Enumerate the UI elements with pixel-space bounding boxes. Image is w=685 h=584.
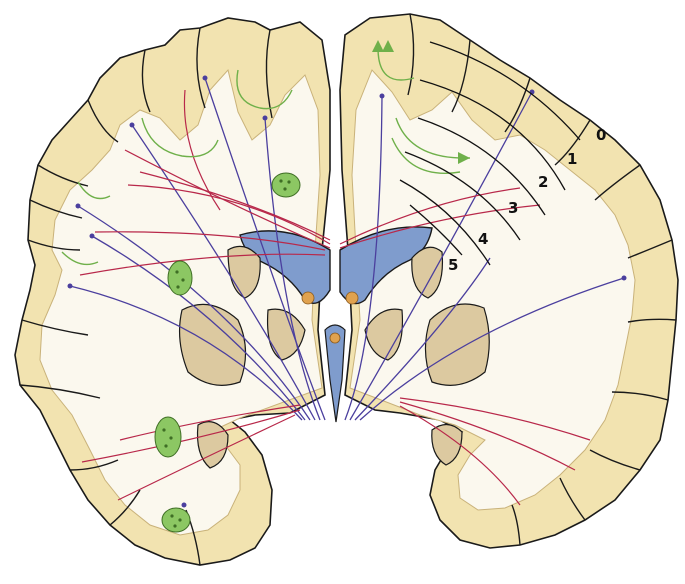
zone-label-3: 3 [508,199,518,217]
right-thalamus [364,308,404,361]
fiber-bundle-cross-sections [154,172,301,533]
bundle-inferior [161,507,191,533]
right-amygdala [431,423,463,466]
zone-label-0: 0 [596,126,606,144]
lateral-ventricles [239,226,433,423]
projection-fibers [69,77,625,421]
u-fibers [61,47,471,266]
left-white-matter [39,68,323,536]
u-fiber-arrows [372,40,470,164]
right-caudate [411,246,444,299]
zone-label-4: 4 [478,230,488,248]
zone-label-1: 1 [567,150,577,168]
right-lateral-ventricle [339,226,433,305]
zone-label-5: 5 [448,256,458,274]
left-thalamus [266,308,306,361]
projection-fiber-endpoints [67,75,627,508]
deep-gray-nuclei [178,245,490,469]
left-amygdala [196,421,229,469]
bundle-superior [271,172,301,198]
choroid-plexus [301,291,359,344]
zone-number-labels: 0 1 2 3 4 5 [448,126,606,274]
right-lentiform [424,303,490,386]
right-white-matter [349,69,636,511]
right-sulci [407,13,677,546]
bundle-lateral [167,260,193,296]
third-ventricle [324,324,346,423]
zone-lines [399,41,581,266]
association-fibers [79,89,591,506]
bundle-temporal [154,416,182,458]
right-hemisphere [339,13,679,549]
zone-label-2: 2 [538,173,548,191]
